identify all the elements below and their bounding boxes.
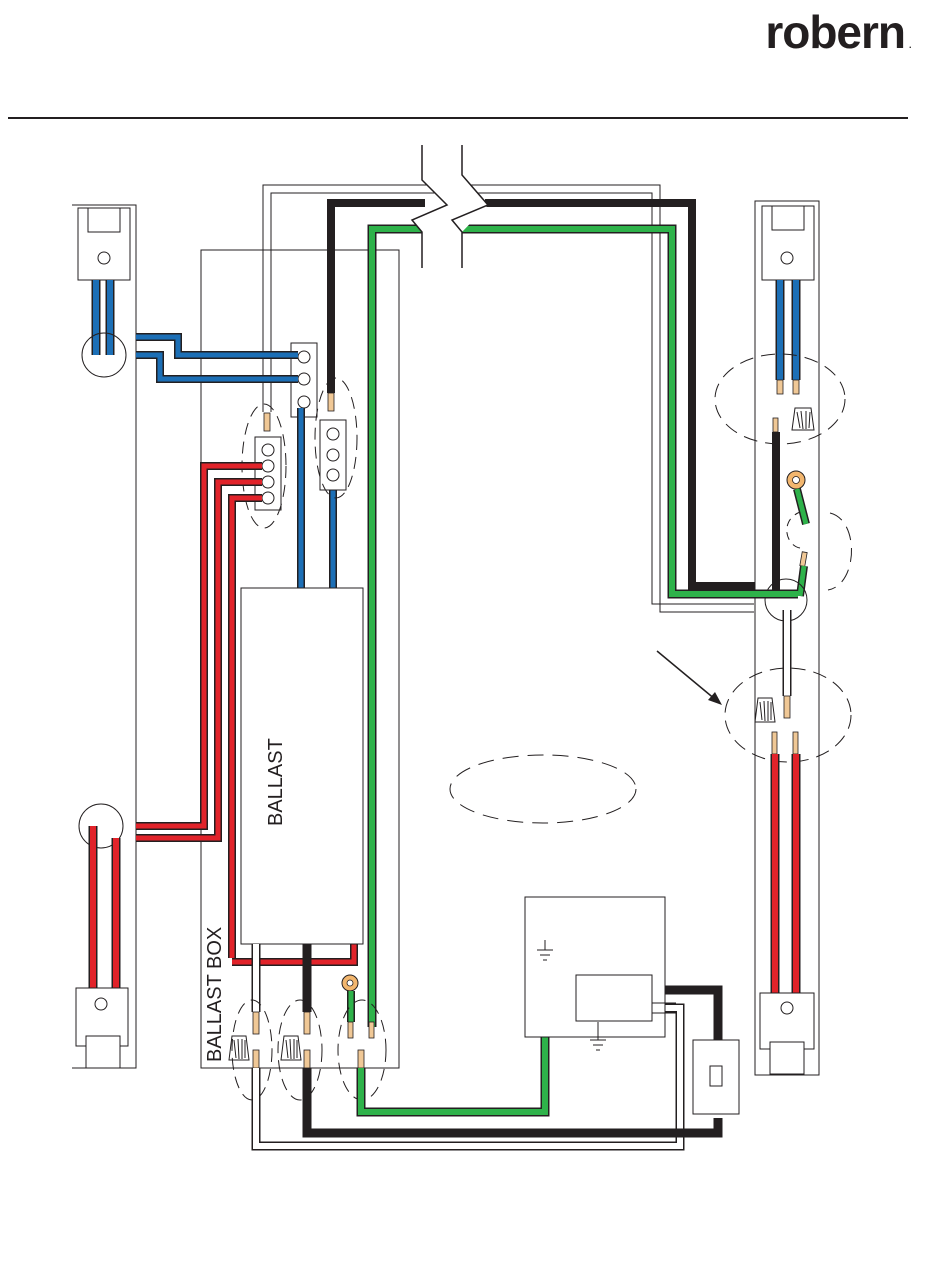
left-top-lampholder-hole xyxy=(98,252,110,264)
ballast xyxy=(241,588,363,944)
left-fixture-channel xyxy=(72,205,136,1068)
left-top-wire-grommet xyxy=(82,333,126,377)
right-bottom-lampholder xyxy=(760,993,814,1049)
callout-arrow xyxy=(657,651,716,700)
left-bottom-lampholder-hole xyxy=(95,998,107,1010)
right-fixture xyxy=(657,201,852,1075)
left-bottom-lampholder-cap xyxy=(86,1036,120,1068)
right-top-lampholder-hole xyxy=(781,252,793,264)
right-bottom-lampholder-hole xyxy=(781,1002,793,1014)
left-top-lampholder-cap xyxy=(88,208,120,232)
right-bottom-lampholder-cap xyxy=(770,1042,804,1074)
logo-text: robern xyxy=(765,6,905,58)
right-ground-callout xyxy=(828,513,852,590)
ballast-box-label: BALLAST BOX xyxy=(204,927,226,1062)
power-supply xyxy=(576,975,652,1021)
left-fixture xyxy=(72,205,136,1068)
logo-mark: . xyxy=(909,40,912,50)
center-callout xyxy=(450,755,636,823)
right-top-lampholder-cap xyxy=(772,206,804,230)
ballast-label: BALLAST xyxy=(265,738,287,826)
switch-black-wire xyxy=(307,1068,718,1133)
brand-logo: robern . xyxy=(765,6,911,58)
switch-green-wire xyxy=(361,958,545,1112)
wall-switch-toggle xyxy=(710,1066,722,1086)
